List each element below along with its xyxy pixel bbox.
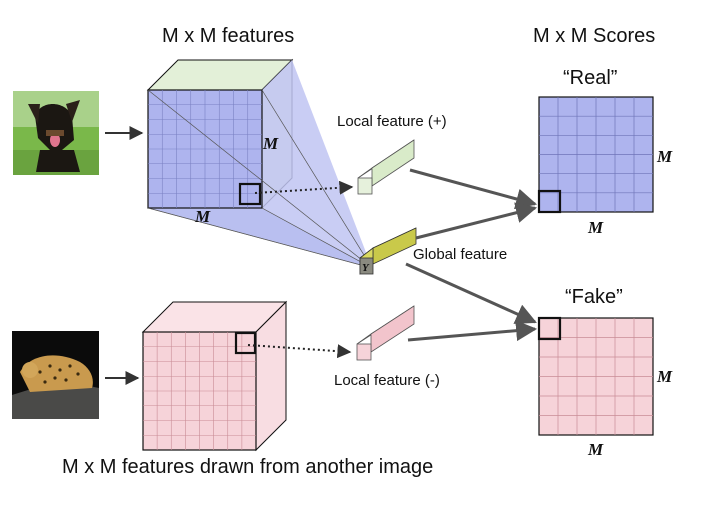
- real-label: “Real”: [563, 67, 617, 89]
- fake-label: “Fake”: [565, 286, 623, 308]
- top-cube-m-bottom: M: [194, 207, 211, 226]
- bottom-selected-cell: [234, 331, 257, 355]
- fake-selected-cell: [537, 316, 562, 341]
- top-dotted-link: [254, 180, 354, 195]
- top-cube-m-right: M: [262, 134, 279, 153]
- real-selected-cell: [537, 189, 562, 214]
- local-neg-block: [356, 305, 415, 361]
- bottom-dotted-link: [247, 344, 352, 359]
- real-m-bottom: M: [587, 218, 604, 237]
- bottom-feature-cube: [141, 300, 288, 452]
- scores-title: M x M Scores: [533, 25, 655, 47]
- arrow-global-to-fake: [405, 262, 537, 324]
- fake-m-bottom: M: [587, 440, 604, 459]
- arrow-local-pos-to-real: [409, 168, 538, 210]
- global-y-label: Y: [362, 262, 370, 274]
- fake-score-grid: M M: [537, 316, 673, 459]
- real-m-right: M: [656, 147, 673, 166]
- top-feature-cube: M M: [146, 58, 373, 269]
- dog-image: [13, 91, 99, 175]
- arrow-local-neg-to-fake: [407, 320, 538, 342]
- local-neg-label: Local feature (-): [334, 372, 440, 389]
- top-selected-cell: [238, 182, 262, 206]
- global-feature-block: Y: [359, 227, 417, 275]
- global-feature-label: Global feature: [413, 246, 507, 263]
- local-pos-label: Local feature (+): [337, 113, 447, 130]
- local-pos-block: [357, 139, 415, 195]
- top-features-title: M x M features: [162, 25, 294, 47]
- arrow-global-to-real: [415, 202, 538, 240]
- real-score-grid: M M: [537, 96, 673, 237]
- bottom-features-caption: M x M features drawn from another image: [62, 456, 433, 478]
- fake-m-right: M: [656, 367, 673, 386]
- leopard-image: [12, 331, 99, 419]
